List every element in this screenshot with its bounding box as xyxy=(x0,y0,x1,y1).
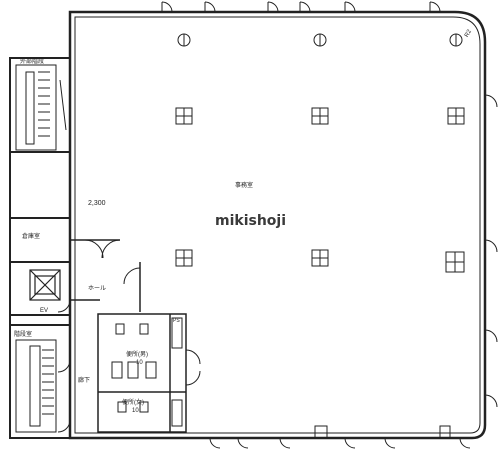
toilet-count-1: 10 xyxy=(136,360,143,366)
external-stair-label: 外部階段 xyxy=(20,57,44,65)
toilet-female-label: 便所(女) xyxy=(122,398,144,406)
corridor-label: 廊下 xyxy=(78,376,90,384)
main-office-walls xyxy=(68,10,487,440)
toilet-count-2: 10 xyxy=(132,408,139,414)
corner-radius-label: R2 xyxy=(464,28,473,38)
stair-room-label: 階段室 xyxy=(14,330,32,338)
hall-walls xyxy=(70,239,141,312)
external-stair xyxy=(15,64,67,151)
main-office-inner-walls xyxy=(74,16,481,434)
column xyxy=(175,249,193,267)
column xyxy=(311,107,329,125)
column xyxy=(311,249,329,267)
service-wing-walls xyxy=(9,57,71,439)
storage-label: 倉庫室 xyxy=(22,232,40,240)
marker xyxy=(313,33,327,47)
left-wall-doors xyxy=(57,299,71,433)
top-wall-markers xyxy=(177,33,463,47)
column xyxy=(445,251,465,273)
watermark: mikishoji xyxy=(215,213,286,229)
dimension-label: 2,300 xyxy=(88,200,106,207)
elevator xyxy=(29,269,61,301)
bottom-wall-doors xyxy=(209,425,471,449)
toilet-block xyxy=(97,313,201,433)
office-label: 事務室 xyxy=(235,181,253,189)
ps-label: PS xyxy=(173,318,180,324)
ev-label: EV xyxy=(40,308,48,314)
right-wall-doors xyxy=(484,94,498,408)
marker xyxy=(177,33,191,47)
toilet-male-label: 便所(男) xyxy=(126,350,148,358)
hall-label: ホール xyxy=(88,285,106,292)
interior-columns xyxy=(175,107,465,273)
marker xyxy=(449,33,463,47)
column xyxy=(447,107,465,125)
stair-room xyxy=(15,339,57,433)
top-wall-doors xyxy=(161,1,441,13)
column xyxy=(175,107,193,125)
